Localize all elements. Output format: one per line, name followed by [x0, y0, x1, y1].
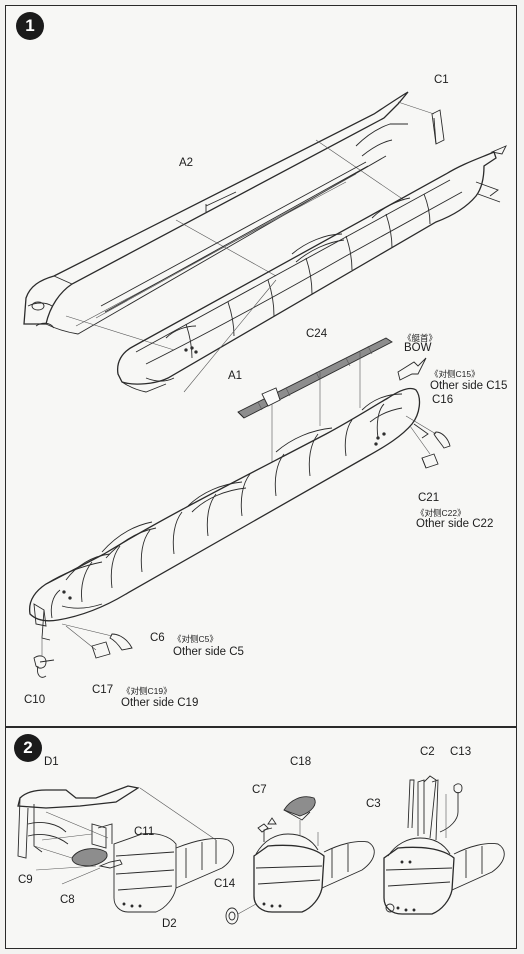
part-c24	[237, 337, 393, 462]
step-2-illustration	[17, 775, 505, 925]
label-c22-other: Other side C22	[416, 518, 494, 530]
stern-section-closed	[225, 796, 375, 925]
label-c16: C16	[432, 394, 454, 406]
hull-upper-a2	[23, 91, 409, 351]
label-c5-cn: 《对侧C5》	[173, 634, 218, 644]
part-c10	[33, 655, 55, 678]
label-c3: C3	[366, 798, 381, 810]
label-a2: A2	[179, 157, 194, 169]
label-c8: C8	[60, 894, 75, 906]
label-c14: C14	[214, 878, 236, 890]
label-c11: C11	[134, 826, 155, 838]
part-c6	[109, 633, 133, 651]
label-d2: D2	[162, 918, 177, 930]
label-a1: A1	[228, 370, 243, 382]
label-c15-other: Other side C15	[430, 380, 508, 392]
label-d1: D1	[44, 756, 59, 768]
label-c6: C6	[150, 632, 165, 644]
stern-section-final	[383, 775, 505, 915]
hull-lower-a1	[116, 145, 507, 393]
bow-arrow	[397, 357, 427, 381]
label-c17: C17	[92, 684, 114, 696]
label-c19-cn: 《对侧C19》	[122, 686, 172, 696]
label-c22-cn: 《对侧C22》	[416, 508, 466, 518]
part-c17	[91, 641, 111, 659]
label-c1: C1	[434, 74, 449, 86]
label-c13: C13	[450, 746, 472, 758]
label-c15-cn: 《对侧C15》	[430, 369, 480, 379]
label-c18: C18	[290, 756, 312, 768]
label-c9: C9	[18, 874, 33, 886]
label-c10: C10	[24, 694, 46, 706]
label-c24: C24	[306, 328, 328, 340]
label-c7: C7	[252, 784, 267, 796]
stern-section-open	[17, 785, 235, 913]
part-c1	[397, 101, 445, 145]
step-2-panel: 2	[5, 727, 517, 949]
label-c2: C2	[420, 746, 435, 758]
step-1-illustration	[23, 91, 507, 678]
step-2-badge: 2	[14, 734, 42, 762]
part-c16	[433, 431, 451, 449]
label-bow-cn: 《艇首》	[403, 333, 438, 343]
step-1-panel: 1	[5, 5, 517, 727]
step-1-badge: 1	[16, 12, 44, 40]
label-c19-other: Other side C19	[121, 697, 199, 709]
label-c5-other: Other side C5	[173, 646, 244, 658]
label-c21: C21	[418, 492, 440, 504]
hull-assembled	[28, 387, 437, 656]
label-bow: BOW	[404, 342, 432, 354]
part-c21	[421, 453, 439, 469]
